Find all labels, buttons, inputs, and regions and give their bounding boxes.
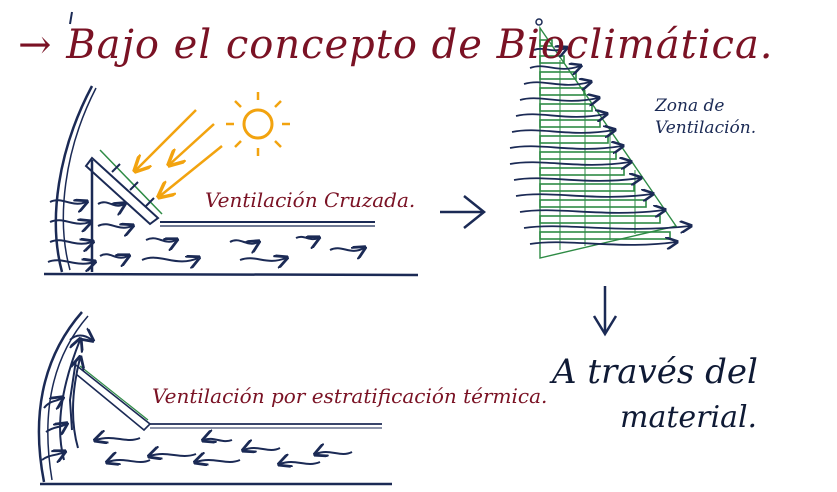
wind-arrow xyxy=(145,237,176,241)
sloped-roof xyxy=(71,361,152,432)
stratification-diagram xyxy=(37,311,392,486)
stratification-label: Ventilación por estratificación térmica. xyxy=(152,384,548,408)
zone-wind-arrow xyxy=(529,242,676,245)
wind-arrow xyxy=(108,460,151,462)
zone-wind-arrow xyxy=(519,98,598,101)
material-label-line2: material. xyxy=(620,400,758,435)
sun-icon xyxy=(226,92,290,156)
rising-air-arrow xyxy=(43,398,62,408)
wind-arrow xyxy=(49,200,86,203)
wind-arrow xyxy=(141,258,198,262)
curved-wall xyxy=(54,85,94,273)
zone-wind-arrow xyxy=(509,162,630,165)
wind-arrow xyxy=(97,202,124,205)
cross-ventilation-diagram xyxy=(43,85,419,277)
wind-arrow xyxy=(96,438,141,440)
ground-line xyxy=(43,272,419,277)
wind-arrow xyxy=(99,253,128,257)
zone-wind-arrow xyxy=(515,114,606,117)
wind-arrow xyxy=(204,439,233,441)
curved-wall xyxy=(37,311,83,483)
wind-arrow xyxy=(49,240,92,243)
rising-air-arrow xyxy=(41,452,64,460)
zone-label-line1: Zona de xyxy=(655,96,725,116)
rising-air-arrow xyxy=(45,424,66,432)
cross-ventilation-label: Ventilación Cruzada. xyxy=(205,188,416,212)
wind-arrow xyxy=(49,220,90,223)
page-title: → Bajo el concepto de Bioclimática. xyxy=(18,22,774,68)
wind-arrow xyxy=(280,462,321,464)
zone-wind-arrow xyxy=(529,66,580,69)
wind-arrow xyxy=(229,240,258,243)
wind-arrow xyxy=(196,460,241,462)
zone-wind-arrow xyxy=(511,130,614,133)
sun-ray-arrow xyxy=(170,123,215,164)
zone-wind-arrow xyxy=(533,48,566,50)
right-arrow-icon xyxy=(440,195,487,229)
zone-wind-arrow xyxy=(519,210,664,213)
material-label-line1: A través del xyxy=(552,352,758,392)
wind-arrow xyxy=(150,454,197,456)
wind-arrow xyxy=(244,448,281,450)
wind-arrow xyxy=(97,224,132,227)
wind-arrow xyxy=(47,260,94,263)
wind-arrow xyxy=(316,452,353,454)
zone-label-line2: Ventilación. xyxy=(655,118,757,138)
zone-wind-arrow xyxy=(523,226,690,229)
sloped-roof xyxy=(84,156,160,226)
zone-wind-arrow xyxy=(523,82,590,85)
zone-wind-arrow xyxy=(515,194,652,197)
down-arrow-icon xyxy=(592,286,618,337)
sun-ray-arrow xyxy=(160,145,223,196)
ventilation-zone-diagram xyxy=(509,18,690,259)
stray-mark xyxy=(69,11,73,25)
wind-arrow xyxy=(329,248,364,251)
sun-ray-arrow xyxy=(136,109,197,170)
rising-air-arrow xyxy=(73,358,80,449)
wind-arrow xyxy=(295,237,318,239)
zone-wind-arrow xyxy=(509,146,622,149)
rising-air-arrow xyxy=(69,336,92,341)
wind-arrow xyxy=(239,258,286,261)
zone-wind-arrow xyxy=(513,178,640,181)
